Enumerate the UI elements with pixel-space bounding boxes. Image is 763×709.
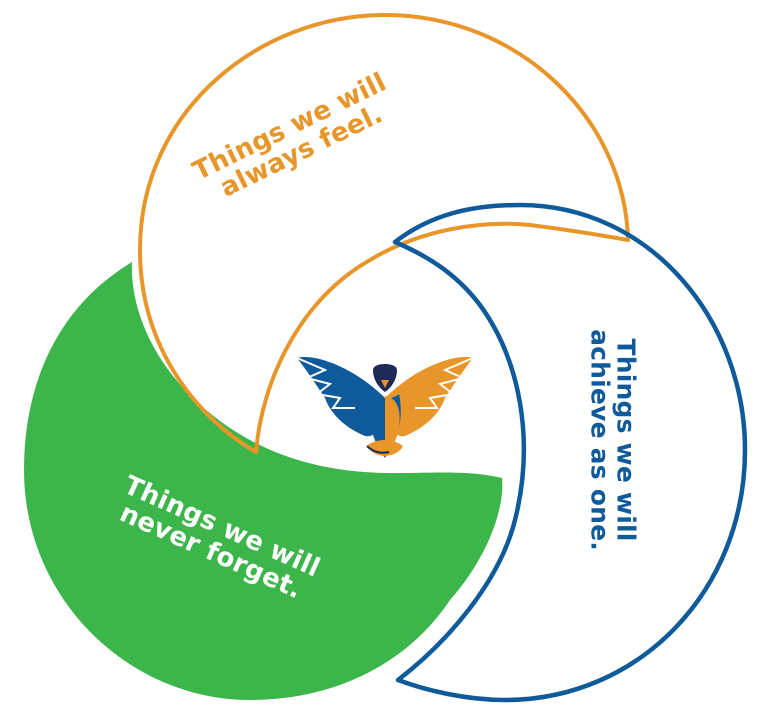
blue-circle-outline [392, 202, 748, 703]
green-crescent [24, 262, 503, 700]
eagle-handshake-logo-icon [296, 357, 474, 458]
label-right-line2: achieve as one. [585, 329, 614, 551]
orange-inner-arc [254, 221, 630, 454]
label-right-line1: Things we will [611, 338, 641, 542]
label-achieve-as-one: Things we will achieve as one. [585, 329, 641, 551]
orange-circle-outline [137, 12, 630, 454]
